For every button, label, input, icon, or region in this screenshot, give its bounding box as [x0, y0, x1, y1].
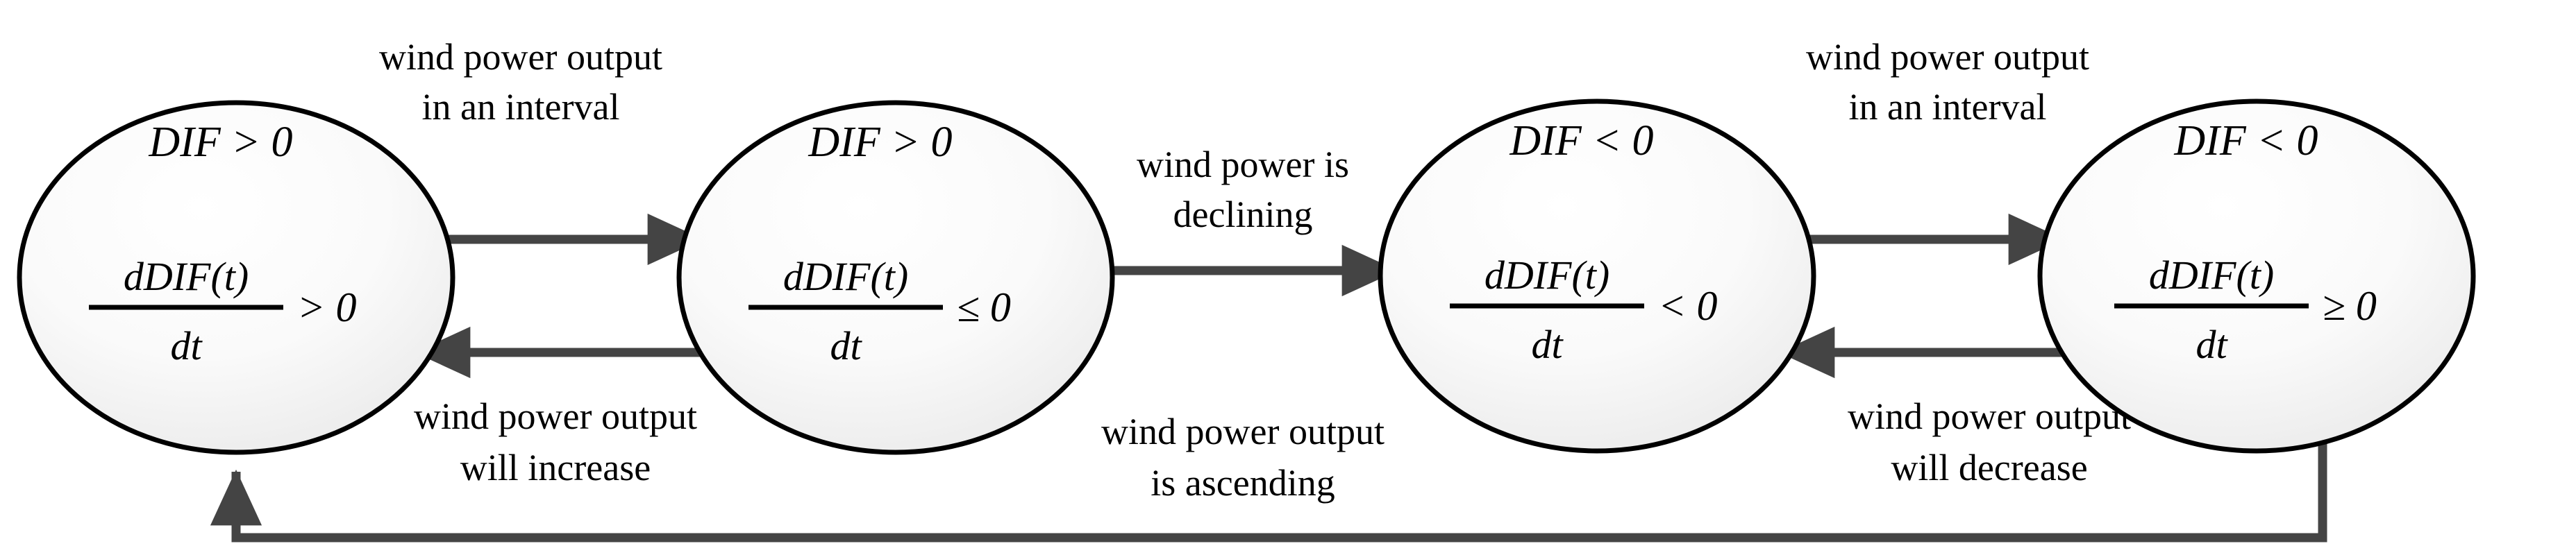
- edge-label-s2-s3-line2: declining: [1173, 194, 1313, 235]
- state-s2-condition: DIF > 0: [808, 119, 952, 166]
- state-s3-condition: DIF < 0: [1509, 117, 1653, 164]
- transition-s3-to-s4[interactable]: wind power output in an interval: [1774, 36, 2089, 266]
- edge-label-s2-s3-line1: wind power is: [1137, 144, 1349, 185]
- edge-label-s2-s1-line1: wind power output: [414, 395, 697, 437]
- state-s3-derivative-denominator: dt: [1531, 322, 1564, 367]
- edge-label-s4-s3-line1: wind power output: [1848, 395, 2131, 437]
- state-s4-derivative-relation: ≥ 0: [2323, 283, 2377, 329]
- state-node-s3[interactable]: DIF < 0 dDIF(t) dt < 0: [1378, 99, 1816, 454]
- state-s2-derivative-relation: ≤ 0: [957, 284, 1011, 330]
- state-s2-derivative-denominator: dt: [830, 323, 862, 368]
- state-s3-derivative-relation: < 0: [1658, 283, 1718, 329]
- transition-s4-to-s1-feedback[interactable]: wind power output is ascending: [210, 411, 2327, 543]
- edge-label-s4-s1-line1: wind power output: [1101, 411, 1385, 452]
- edge-label-s4-s3-line2: will decrease: [1891, 447, 2087, 488]
- edge-label-s3-s4-line2: in an interval: [1849, 86, 2047, 128]
- state-s2-derivative-numerator: dDIF(t): [783, 254, 908, 299]
- state-ellipse-s2: [676, 100, 1115, 455]
- edge-label-s1-s2-line2: in an interval: [422, 86, 620, 128]
- edges-layer: wind power output in an interval wind po…: [210, 36, 2327, 543]
- state-s4-derivative-denominator: dt: [2196, 322, 2228, 367]
- transition-s2-to-s1[interactable]: wind power output will increase: [414, 326, 701, 488]
- state-ellipse-s3: [1378, 99, 1816, 454]
- state-s3-derivative-numerator: dDIF(t): [1484, 253, 1609, 298]
- edge-label-s3-s4-line1: wind power output: [1806, 36, 2089, 78]
- edge-label-s2-s1-line2: will increase: [460, 447, 651, 488]
- state-node-s2[interactable]: DIF > 0 dDIF(t) dt ≤ 0: [676, 100, 1115, 455]
- transition-s1-to-s2[interactable]: wind power output in an interval: [379, 36, 704, 266]
- transition-s4-to-s3[interactable]: wind power output will decrease: [1778, 326, 2131, 488]
- arrow-s4-to-s1-feedback: [210, 423, 2327, 543]
- edge-label-s1-s2-line1: wind power output: [379, 36, 662, 78]
- state-s1-condition: DIF > 0: [148, 119, 292, 166]
- state-ellipse-s1: [17, 100, 455, 455]
- state-node-s1[interactable]: DIF > 0 dDIF(t) dt > 0: [17, 100, 455, 455]
- state-s1-derivative-denominator: dt: [170, 323, 203, 368]
- state-s1-derivative-relation: > 0: [297, 284, 357, 330]
- state-s4-condition: DIF < 0: [2173, 117, 2318, 164]
- state-s1-derivative-numerator: dDIF(t): [124, 254, 249, 299]
- transition-s2-to-s3[interactable]: wind power is declining: [1066, 144, 1398, 297]
- edge-label-s4-s1-line2: is ascending: [1151, 462, 1335, 504]
- state-ellipse-s4: [2037, 99, 2476, 454]
- state-node-s4[interactable]: DIF < 0 dDIF(t) dt ≥ 0: [2037, 99, 2476, 454]
- states-layer: DIF > 0 dDIF(t) dt > 0 DIF > 0 dDIF(t) d…: [17, 99, 2476, 455]
- state-s4-derivative-numerator: dDIF(t): [2149, 253, 2274, 298]
